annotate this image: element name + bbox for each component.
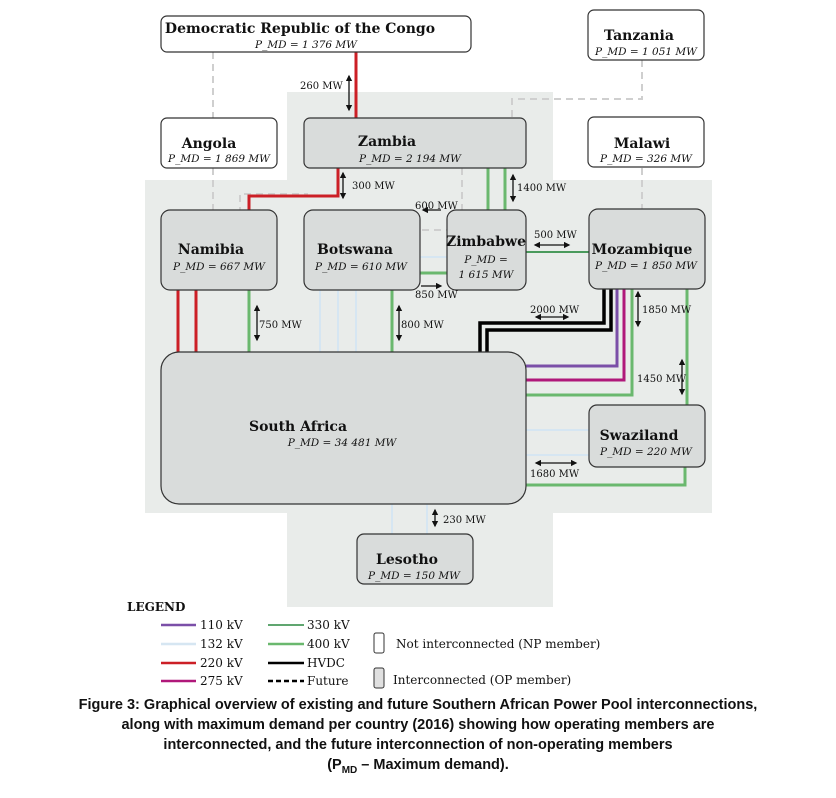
caption-line-4: (PMD – Maximum demand). [20,755,816,781]
capacity-label-botswana-sa: 800 MW [401,320,445,331]
caption-line-3: interconnected, and the future interconn… [163,737,673,753]
node-swaziland[interactable]: Swaziland P_MD = 220 MW [588,404,706,468]
future-lines [212,52,643,231]
line-275kv-mozambique-sa [526,287,626,382]
lines-400kv [247,168,689,487]
node-angola[interactable]: Angola P_MD = 1 869 MW [160,117,278,169]
node-pmd: P_MD = 1 850 MW [594,260,698,272]
node-pmd: P_MD = 34 481 MW [287,437,398,449]
caption-pmd-sub: MD [341,764,358,776]
capacity-label-swaziland-sa: 1680 MW [530,469,580,480]
line-110kv-mozambique-sa [526,287,619,368]
legend-label-hvdc: HVDC [307,656,345,670]
caption-pmd-open: (P [327,757,342,773]
node-namibia[interactable]: Namibia P_MD = 667 MW [160,209,278,291]
caption-pmd-rest: – Maximum demand). [357,757,509,773]
node-zimbabwe[interactable]: Zimbabwe P_MD = 1 615 MW [446,209,527,291]
line-400kv-swaziland-sa [526,463,687,487]
node-pmd: P_MD = 326 MW [599,153,693,165]
sapp-interconnection-diagram: Democratic Republic of the Congo P_MD = … [127,9,712,689]
node-drc[interactable]: Democratic Republic of the Congo P_MD = … [160,15,472,53]
node-botswana[interactable]: Botswana P_MD = 610 MW [303,209,421,291]
capacity-labels: 260 MW 300 MW 1400 MW 600 MW 850 MW 500 … [259,81,692,526]
operating-region-background [145,92,712,607]
legend-op-swatch [373,667,385,689]
node-name: Zimbabwe [446,234,526,250]
node-name: Angola [181,136,237,152]
node-pmd: P_MD = 667 MW [172,261,266,273]
line-hvdc-mozambique-sa-1 [478,287,606,352]
capacity-label-mozambique-swaziland: 1450 MW [637,374,687,385]
node-pmd: P_MD = [463,254,508,266]
node-lesotho[interactable]: Lesotho P_MD = 150 MW [356,533,474,585]
node-name: Malawi [614,136,670,152]
node-pmd: P_MD = 610 MW [314,261,408,273]
node-name: Mozambique [592,242,693,258]
node-name: Lesotho [376,552,438,568]
legend-op-label: Interconnected (OP member) [393,673,571,687]
capacity-label-lesotho-sa: 230 MW [443,515,487,526]
node-pmd-value: 1 615 MW [459,269,515,281]
node-name: Namibia [178,242,244,258]
node-pmd: P_MD = 1 376 MW [254,39,358,51]
capacity-arrows [253,74,686,528]
node-name: South Africa [249,419,347,435]
capacity-label-drc-zambia: 260 MW [300,81,344,92]
node-name: Tanzania [604,28,674,44]
capacity-label-namibia-sa: 750 MW [259,320,303,331]
future-line-angola-botswana [239,193,308,226]
legend-label-275kv: 275 kV [200,674,243,688]
capacity-label-zambia-namibia: 300 MW [352,181,396,192]
node-pmd: P_MD = 220 MW [599,446,693,458]
node-name: Democratic Republic of the Congo [165,21,435,37]
node-pmd: P_MD = 150 MW [367,570,461,582]
node-south-africa[interactable]: South Africa P_MD = 34 481 MW [160,351,527,505]
node-malawi[interactable]: Malawi P_MD = 326 MW [587,116,705,168]
node-pmd: P_MD = 1 051 MW [594,46,698,58]
node-name: Swaziland [600,428,679,444]
line-220kv-zambia-namibia [247,168,340,210]
caption-line-2: along with maximum demand per country (2… [121,717,715,733]
capacity-label-mozambique-sa-hvdc: 2000 MW [530,305,580,316]
node-mozambique[interactable]: Mozambique P_MD = 1 850 MW [588,208,706,290]
legend-np-label: Not interconnected (NP member) [396,637,600,651]
legend-label-110kv: 110 kV [200,618,243,632]
line-400kv-mozambique-sa [526,287,634,397]
line-hvdc-mozambique-sa-2 [485,287,613,352]
capacity-label-zimbabwe-mozambique: 500 MW [534,230,578,241]
node-zambia[interactable]: Zambia P_MD = 2 194 MW [303,117,527,169]
lines-hvdc [478,287,613,352]
caption-line-1: Figure 3: Graphical overview of existing… [78,697,758,713]
legend-label-220kv: 220 kV [200,656,243,670]
legend-label-400kv: 400 kV [307,637,350,651]
capacity-label-zimbabwe-botswana: 600 MW [415,201,459,212]
node-tanzania[interactable]: Tanzania P_MD = 1 051 MW [587,9,705,61]
capacity-label-botswana-zimbabwe: 850 MW [415,290,459,301]
node-pmd: P_MD = 1 869 MW [167,153,271,165]
legend-label-future: Future [307,674,348,688]
legend-label-132kv: 132 kV [200,637,243,651]
lines-220kv [176,52,358,352]
node-pmd: P_MD = 2 194 MW [358,153,462,165]
legend: LEGEND 110 kV 132 kV 220 kV 275 kV 330 k… [127,600,600,689]
figure-caption: Figure 3: Graphical overview of existing… [20,695,816,781]
capacity-label-mozambique-sa: 1850 MW [642,305,692,316]
node-name: Botswana [317,242,393,258]
legend-title: LEGEND [127,600,185,614]
capacity-label-zambia-zimbabwe: 1400 MW [517,183,567,194]
legend-np-swatch [373,632,385,654]
legend-label-330kv: 330 kV [307,618,350,632]
node-name: Zambia [358,134,416,150]
